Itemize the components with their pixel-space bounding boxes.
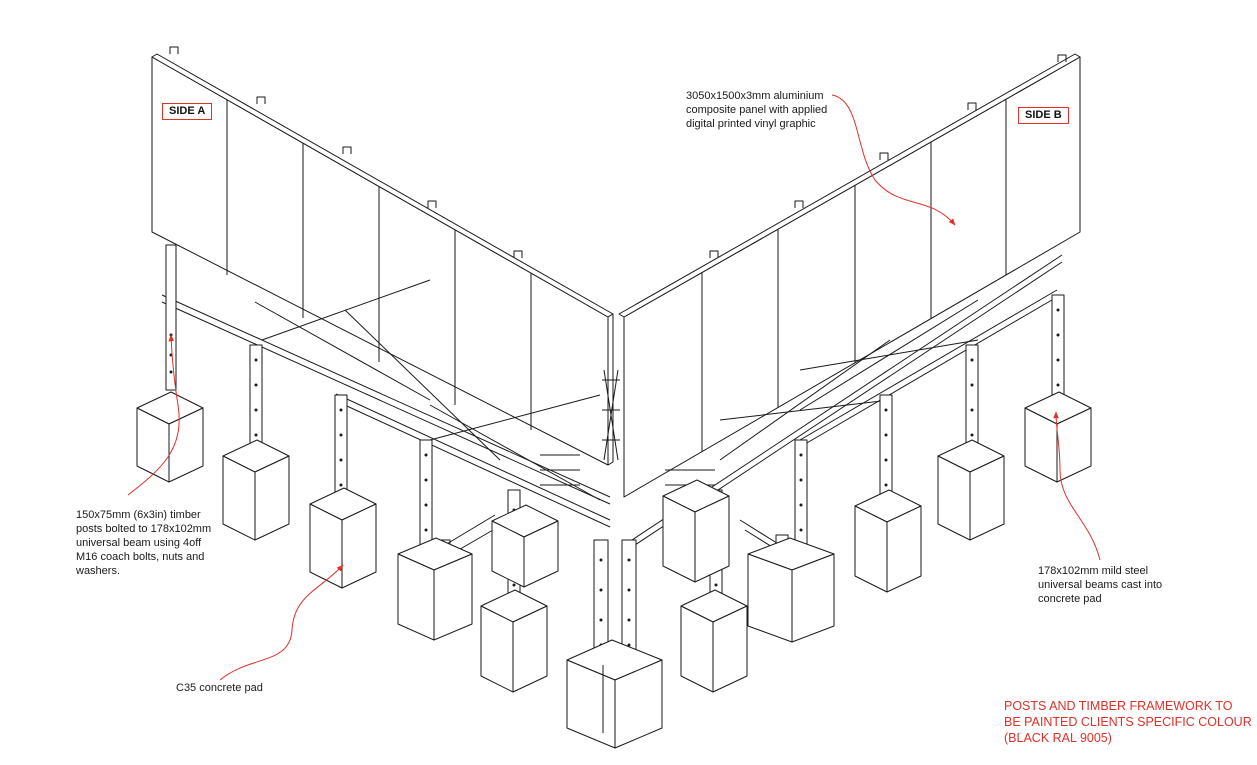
side-a-panel (151, 46, 614, 466)
painting-note-line: (BLACK RAL 9005) (1004, 731, 1112, 745)
panel-annotation-line: digital printed vinyl graphic (686, 118, 816, 130)
concrete-pad-annotation: C35 concrete pad (176, 681, 263, 695)
leader-steel-beams (1053, 411, 1101, 561)
panel-annotation-line: composite panel with applied (686, 104, 828, 116)
painting-note-line: POSTS AND TIMBER FRAMEWORK TO (1004, 699, 1233, 713)
side-b-panel (618, 53, 1081, 498)
painting-note: POSTS AND TIMBER FRAMEWORK TO BE PAINTED… (1004, 698, 1252, 746)
side-a-label: SIDE A (162, 103, 213, 120)
side-b-label: SIDE B (1018, 107, 1069, 124)
timber-posts-annotation-line: universal beam using 4off (76, 537, 202, 549)
panel-annotation: 3050x1500x3mm aluminium composite panel … (686, 89, 827, 131)
steel-beams-annotation-line: universal beams cast into (1038, 579, 1163, 591)
leader-concrete-pad (219, 564, 344, 681)
steel-beams-annotation: 178x102mm mild steel universal beams cas… (1038, 564, 1162, 606)
painting-note-line: BE PAINTED CLIENTS SPECIFIC COLOUR (1004, 715, 1252, 729)
leader-panel (831, 94, 956, 226)
side-a-framework (161, 279, 620, 563)
leader-timber-posts (127, 334, 180, 496)
timber-posts-annotation-line: washers. (76, 565, 121, 577)
timber-posts-annotation-line: 150x75mm (6x3in) timber (76, 509, 201, 521)
timber-posts-annotation: 150x75mm (6x3in) timber posts bolted to … (76, 508, 211, 578)
panel-annotation-line: 3050x1500x3mm aluminium (686, 90, 824, 102)
leader-lines (127, 94, 1101, 681)
post-bolts (169, 308, 1060, 647)
steel-beams-annotation-line: concrete pad (1038, 593, 1102, 605)
steel-beams-annotation-line: 178x102mm mild steel (1038, 565, 1149, 577)
concrete-pad-annotation-line: C35 concrete pad (176, 682, 263, 694)
concrete-pads (136, 391, 1092, 749)
timber-posts-annotation-line: M16 coach bolts, nuts and (76, 551, 205, 563)
timber-posts-annotation-line: posts bolted to 178x102mm (76, 523, 212, 535)
